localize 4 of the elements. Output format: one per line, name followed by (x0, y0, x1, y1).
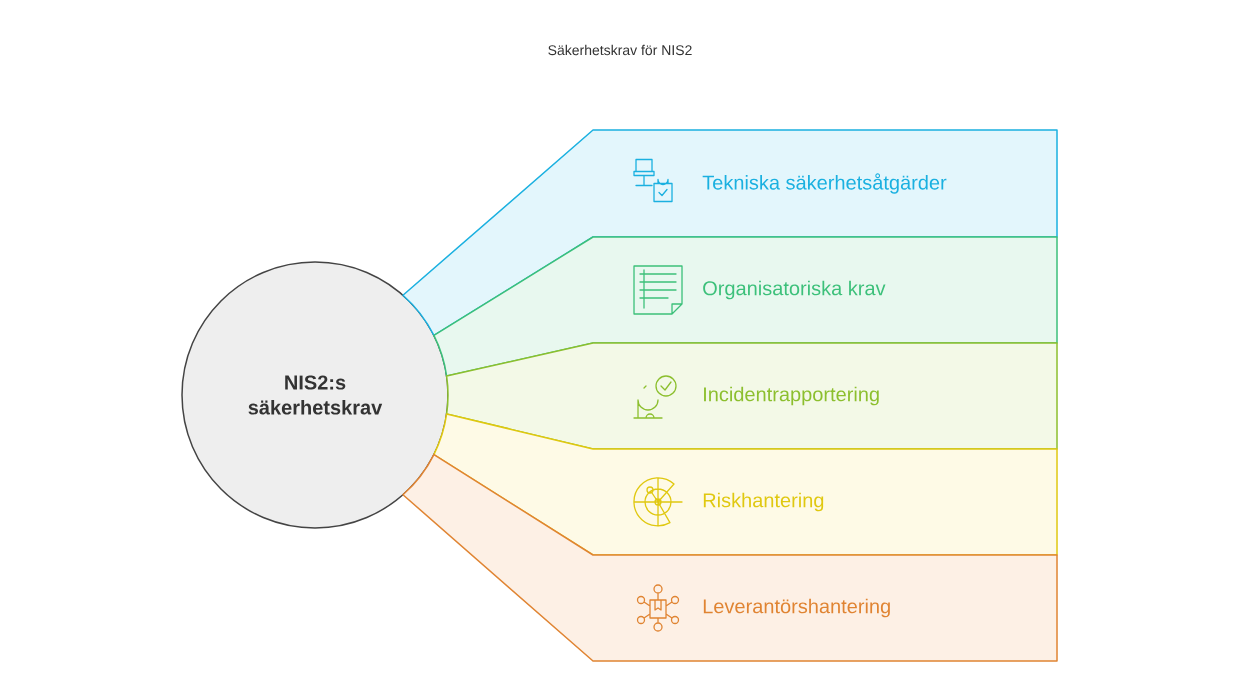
band: Incidentrapportering (445, 342, 1058, 450)
band: Organisatoriska krav (433, 236, 1058, 377)
title: Säkerhetskrav för NIS2 (548, 44, 692, 56)
band: Riskhantering (433, 413, 1058, 556)
